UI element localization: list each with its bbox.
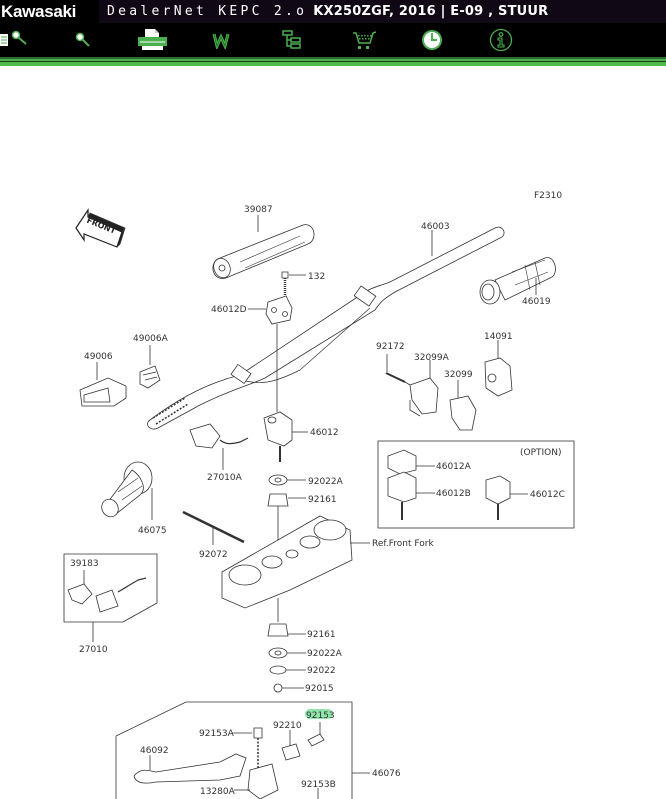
option-box xyxy=(377,440,575,529)
bolt xyxy=(281,271,289,296)
print-button[interactable] xyxy=(135,27,169,53)
tree-icon xyxy=(282,30,301,49)
model-info: KX250ZGF, 2016 | E-09 , STUUR xyxy=(313,4,549,19)
history-button[interactable] xyxy=(420,27,444,53)
app-name: DealerNet KEPC 2.o xyxy=(107,4,308,19)
kill-switch xyxy=(189,423,249,449)
part-label-selected[interactable]: 92153 xyxy=(306,711,335,721)
throttle-housing xyxy=(79,377,127,407)
front-arrow-icon xyxy=(75,208,126,248)
wishlist-button[interactable] xyxy=(211,27,231,53)
part-label[interactable]: 46092 xyxy=(140,746,169,756)
header-divider xyxy=(0,62,666,66)
part-label[interactable]: 49006 xyxy=(84,352,113,362)
part-label[interactable]: 92161 xyxy=(308,495,337,505)
brand-logo: Kawasaki xyxy=(0,0,99,23)
part-label[interactable]: 32099 xyxy=(444,370,473,380)
handlebar xyxy=(147,226,505,430)
part-label[interactable]: 39087 xyxy=(244,205,273,215)
title-bar: Kawasaki DealerNet KEPC 2.o KX250ZGF, 20… xyxy=(0,0,666,23)
part-label[interactable]: 46075 xyxy=(138,526,167,536)
parts-diagram: F2310 FRONT 39087 46003 132 46012D 46019… xyxy=(0,66,666,799)
part-label[interactable]: 27010 xyxy=(79,645,108,655)
part-label[interactable]: 14091 xyxy=(484,332,513,342)
part-label[interactable]: 13280A xyxy=(200,787,236,797)
part-label[interactable]: 92015 xyxy=(305,684,334,694)
part-label[interactable]: 92153B xyxy=(301,780,336,790)
parts-diagram-svg: F2310 FRONT 39087 46003 132 46012D 46019… xyxy=(63,191,575,799)
part-label[interactable]: 27010A xyxy=(207,473,243,483)
handlebar-riser xyxy=(263,411,293,462)
option-label: (OPTION) xyxy=(520,448,562,458)
header-divider xyxy=(0,57,666,59)
part-label[interactable]: 46012B xyxy=(436,489,471,499)
magnifier-icon xyxy=(75,32,90,47)
grip-cap xyxy=(139,365,161,389)
w-icon xyxy=(212,33,230,49)
lever-assembly-box xyxy=(115,701,353,799)
info-icon xyxy=(489,28,513,52)
part-label[interactable]: 39183 xyxy=(70,559,99,569)
part-label[interactable]: 46012D xyxy=(211,305,247,315)
shopping-cart-icon xyxy=(353,31,376,49)
grip-left xyxy=(101,461,153,518)
triple-clamp xyxy=(221,515,353,609)
ref-front-fork-label[interactable]: Ref.Front Fork xyxy=(372,539,434,549)
part-label[interactable]: 46003 xyxy=(421,222,450,232)
document-search-button[interactable] xyxy=(0,27,30,53)
part-label[interactable]: 92072 xyxy=(199,550,228,560)
part-label[interactable]: 46076 xyxy=(372,769,401,779)
grip-right xyxy=(479,257,556,305)
handlebar-pad xyxy=(212,224,315,279)
part-label[interactable]: 46019 xyxy=(522,297,551,307)
part-label[interactable]: 92210 xyxy=(273,721,302,731)
part-label[interactable]: 132 xyxy=(308,272,325,282)
part-label[interactable]: 46012C xyxy=(530,490,565,500)
part-label[interactable]: 32099A xyxy=(414,353,450,363)
toolbar xyxy=(0,23,666,57)
part-label[interactable]: 92172 xyxy=(376,342,405,352)
part-label[interactable]: 92022A xyxy=(307,649,343,659)
header-divider xyxy=(0,61,666,62)
part-label[interactable]: 92161 xyxy=(307,630,336,640)
printer-icon xyxy=(138,29,167,50)
cart-button[interactable] xyxy=(352,27,376,53)
part-label[interactable]: 92022 xyxy=(307,666,336,676)
tree-view-button[interactable] xyxy=(281,27,305,53)
part-label[interactable]: 92153A xyxy=(199,729,235,739)
switch-assembly-box xyxy=(63,553,158,623)
selected-part-highlight xyxy=(305,709,333,719)
part-label[interactable]: 92022A xyxy=(308,477,344,487)
clock-icon xyxy=(422,30,442,50)
document-search-icon xyxy=(0,30,27,46)
info-button[interactable] xyxy=(488,27,514,53)
title-text: DealerNet KEPC 2.o KX250ZGF, 2016 | E-09… xyxy=(99,0,666,23)
search-button[interactable] xyxy=(72,27,94,53)
part-label[interactable]: 46012 xyxy=(310,428,339,438)
part-label[interactable]: 46012A xyxy=(436,462,472,472)
header-divider xyxy=(0,59,666,61)
part-label[interactable]: 49006A xyxy=(133,334,169,344)
figure-code: F2310 xyxy=(534,191,562,201)
